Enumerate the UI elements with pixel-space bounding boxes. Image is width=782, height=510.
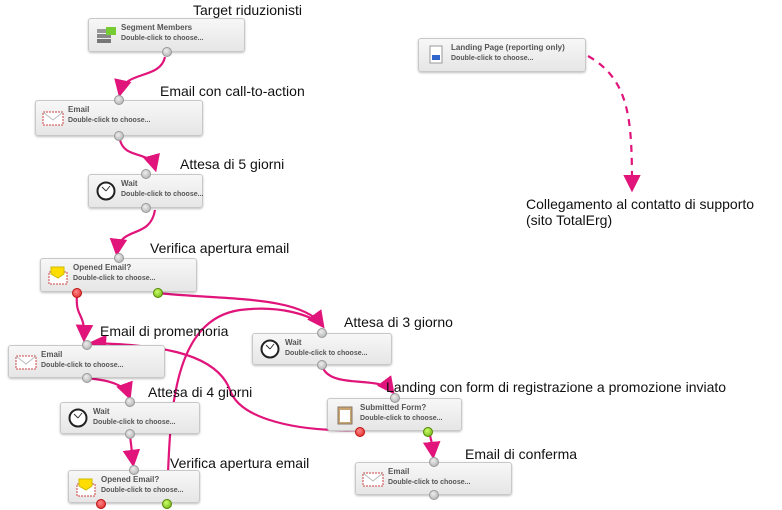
step-title: Segment Members xyxy=(121,23,193,32)
step-hint: Double-click to choose... xyxy=(121,35,204,42)
link-opened2-yes xyxy=(165,307,323,501)
yes-branch-port[interactable] xyxy=(423,427,433,437)
output-port[interactable] xyxy=(114,131,124,141)
clock-icon xyxy=(96,181,116,201)
opened-email-icon xyxy=(76,478,96,496)
input-port[interactable] xyxy=(125,397,135,407)
step-title: Email xyxy=(68,105,90,114)
output-port[interactable] xyxy=(140,203,151,213)
step-hint: Double-click to choose... xyxy=(93,419,176,426)
step-title: Landing Page (reporting only) xyxy=(451,43,565,52)
clipboard-icon xyxy=(337,406,353,424)
link-segment-email xyxy=(114,56,167,98)
step-title: Opened Email? xyxy=(73,263,132,272)
step-annotation: Landing con form di registrazione a prom… xyxy=(386,379,727,395)
step-annotation: Verifica apertura email xyxy=(150,240,290,256)
clock-icon xyxy=(68,408,88,428)
envelope-icon xyxy=(42,111,64,126)
no-branch-port[interactable] xyxy=(96,499,106,509)
step-title: Wait xyxy=(93,407,110,416)
flow-step-segment-members[interactable]: Segment Members Double-click to choose..… xyxy=(88,18,245,52)
step-annotation: Attesa di 3 giorno xyxy=(344,314,453,330)
step-title: Opened Email? xyxy=(101,475,160,484)
step-annotation: Email con call-to-action xyxy=(160,83,305,99)
step-annotation: Collegamento al contatto di supporto(sit… xyxy=(526,196,755,228)
output-port[interactable] xyxy=(81,373,92,383)
opened-email-icon xyxy=(48,266,68,285)
envelope-icon xyxy=(15,355,37,369)
input-port[interactable] xyxy=(81,340,92,350)
step-title: Wait xyxy=(285,338,302,347)
envelope-icon xyxy=(362,472,384,486)
flow-step-opened-email-[interactable]: Opened Email? Double-click to choose... xyxy=(40,258,197,292)
flow-step-email[interactable]: Email Double-click to choose... xyxy=(8,345,165,378)
output-port[interactable] xyxy=(428,490,439,500)
link-opened-no xyxy=(75,292,94,343)
step-hint: Double-click to choose... xyxy=(73,275,156,282)
link-wait2-opened2 xyxy=(122,435,141,468)
step-annotation: Email di promemoria xyxy=(100,323,229,339)
step-title: Wait xyxy=(121,179,138,188)
step-hint: Double-click to choose... xyxy=(68,117,151,124)
input-port[interactable] xyxy=(428,457,439,467)
output-port[interactable] xyxy=(125,429,135,439)
output-port[interactable] xyxy=(161,47,172,57)
yes-branch-port[interactable] xyxy=(162,499,172,509)
segment-icon xyxy=(97,27,116,43)
step-hint: Double-click to choose... xyxy=(41,362,124,369)
step-title: Email xyxy=(388,467,410,476)
step-hint: Double-click to choose... xyxy=(285,350,368,357)
link-wait-opened xyxy=(109,209,157,257)
step-title: Email xyxy=(41,350,63,359)
input-port[interactable] xyxy=(113,253,124,263)
no-branch-port[interactable] xyxy=(72,288,82,298)
step-annotation: Email di conferma xyxy=(465,446,578,462)
input-port[interactable] xyxy=(317,328,327,338)
input-port[interactable] xyxy=(140,169,151,179)
flow-step-submitted-form-[interactable]: Submitted Form? Double-click to choose..… xyxy=(327,398,462,431)
link-email-wait xyxy=(118,139,160,173)
step-hint: Double-click to choose... xyxy=(451,55,534,62)
link-email2-wait2 xyxy=(84,376,133,401)
step-annotation: Attesa di 5 giorni xyxy=(180,156,285,172)
input-port[interactable] xyxy=(114,95,124,105)
input-port[interactable] xyxy=(389,393,400,403)
output-port[interactable] xyxy=(317,360,327,370)
link-wait3-form xyxy=(320,365,395,395)
step-hint: Double-click to choose... xyxy=(121,191,204,198)
no-branch-port[interactable] xyxy=(355,427,365,437)
step-hint: Double-click to choose... xyxy=(360,415,443,422)
link-opened-yes xyxy=(157,291,325,329)
yes-branch-port[interactable] xyxy=(153,288,163,298)
step-annotation: Target riduzionisti xyxy=(193,2,302,18)
flow-step-wait[interactable]: Wait Double-click to choose... xyxy=(88,174,203,208)
flow-step-landing-page-reporting-only-[interactable]: Landing Page (reporting only) Double-cli… xyxy=(418,38,586,72)
input-port[interactable] xyxy=(129,465,139,475)
clock-icon xyxy=(260,339,280,359)
link-landing xyxy=(587,55,641,193)
step-hint: Double-click to choose... xyxy=(101,487,184,494)
step-annotation: Attesa di 4 giorni xyxy=(148,384,253,400)
step-annotation: Verifica apertura email xyxy=(170,455,310,471)
landing-page-icon xyxy=(429,45,443,64)
step-title: Submitted Form? xyxy=(360,403,427,412)
step-hint: Double-click to choose... xyxy=(388,479,471,486)
